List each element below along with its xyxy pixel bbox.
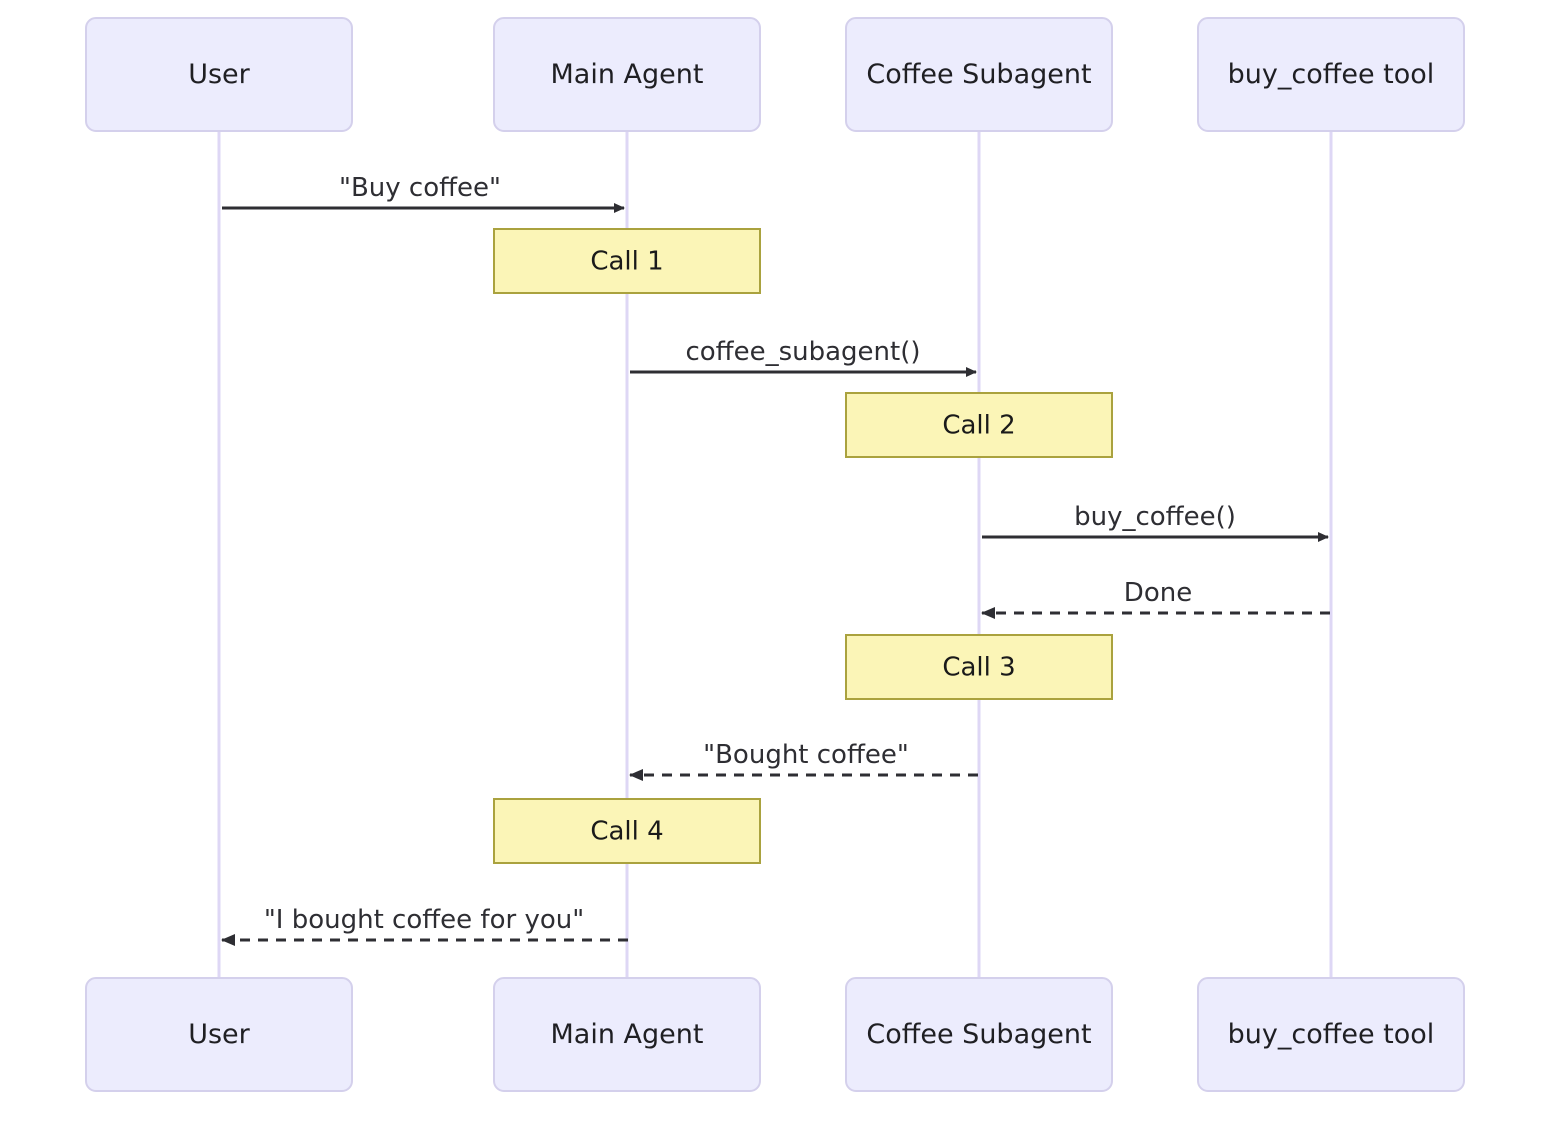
participant-box[interactable]: [493, 17, 761, 132]
participant-label: User: [188, 59, 250, 90]
msg-done: Done: [981, 578, 1330, 619]
messages-layer: "Buy coffee" coffee_subagent() buy_coffee(…: [221, 173, 1330, 946]
participant-box[interactable]: [493, 977, 761, 1092]
participant-label: Coffee Subagent: [866, 59, 1091, 90]
participant-box[interactable]: [845, 977, 1113, 1092]
note-call-3: Call 3: [845, 634, 1113, 700]
participant-label: buy_coffee tool: [1228, 1019, 1435, 1050]
note-call-1-label: Call 1: [590, 247, 663, 277]
msg-i-bought-coffee-for-you-label: "I bought coffee for you": [264, 905, 584, 935]
lifelines-layer: [217, 131, 1333, 978]
participant-buy-coffee-tool-top[interactable]: buy_coffee tool: [1197, 17, 1465, 132]
participant-box[interactable]: [85, 977, 353, 1092]
msg-buy-coffee-label: "Buy coffee": [339, 173, 501, 203]
msg-coffee-subagent: coffee_subagent(): [630, 337, 977, 377]
msg-bought-coffee: "Bought coffee": [629, 740, 978, 781]
participant-buy-coffee-tool-bottom[interactable]: buy_coffee tool: [1197, 977, 1465, 1092]
participant-label: User: [188, 1019, 250, 1050]
participant-user-bottom[interactable]: User: [85, 977, 353, 1092]
participant-label: Main Agent: [551, 59, 704, 90]
participant-box[interactable]: [85, 17, 353, 132]
note-call-1-box: [493, 228, 761, 294]
note-call-2-label: Call 2: [942, 411, 1015, 441]
participant-main-agent-top[interactable]: Main Agent: [493, 17, 761, 132]
msg-done-label: Done: [1124, 578, 1192, 608]
note-call-3-box: [845, 634, 1113, 700]
participant-box[interactable]: [845, 17, 1113, 132]
participant-coffee-subagent-bottom[interactable]: Coffee Subagent: [845, 977, 1113, 1092]
participant-main-agent-bottom[interactable]: Main Agent: [493, 977, 761, 1092]
note-call-4: Call 4: [493, 798, 761, 864]
notes-layer: Call 1 Call 2 Call 3 Call 4: [493, 228, 1113, 864]
note-call-4-label: Call 4: [590, 817, 663, 847]
note-call-4-box: [493, 798, 761, 864]
msg-coffee-subagent-label: coffee_subagent(): [685, 337, 920, 367]
msg-i-bought-coffee-for-you: "I bought coffee for you": [221, 905, 628, 946]
participant-label: buy_coffee tool: [1228, 59, 1435, 90]
msg-bought-coffee-label: "Bought coffee": [703, 740, 909, 770]
msg-buy-coffee: "Buy coffee": [222, 173, 625, 213]
participant-coffee-subagent-top[interactable]: Coffee Subagent: [845, 17, 1113, 132]
note-call-2-box: [845, 392, 1113, 458]
participant-box[interactable]: [1197, 977, 1465, 1092]
participant-label: Coffee Subagent: [866, 1019, 1091, 1050]
note-call-1: Call 1: [493, 228, 761, 294]
participant-user-top[interactable]: User: [85, 17, 353, 132]
note-call-3-label: Call 3: [942, 653, 1015, 683]
note-call-2: Call 2: [845, 392, 1113, 458]
participant-box[interactable]: [1197, 17, 1465, 132]
msg-buy-coffee-tool-label: buy_coffee(): [1074, 502, 1236, 532]
participant-label: Main Agent: [551, 1019, 704, 1050]
msg-buy-coffee-tool: buy_coffee(): [982, 502, 1329, 542]
